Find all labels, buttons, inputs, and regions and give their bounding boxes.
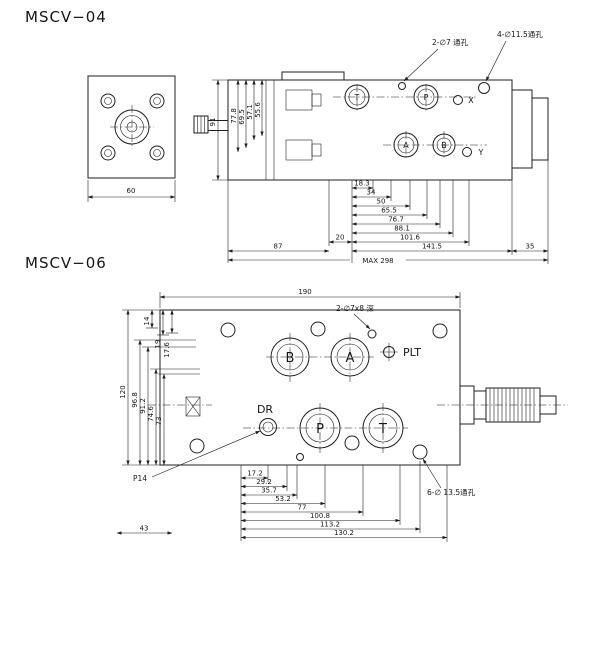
dim-label: 100.8 [310, 512, 330, 520]
mount-hole [220, 322, 236, 338]
port-label-y: Y [478, 148, 484, 157]
port-DR: DR [257, 403, 277, 436]
port-B: B [432, 133, 456, 157]
dim-label: 113.2 [320, 521, 340, 529]
mscv06-view: MSCV−06 B [25, 254, 568, 542]
dim-label: 29.2 [256, 478, 272, 486]
dim-label: 77.8 [230, 108, 238, 124]
port-A: A [330, 337, 370, 377]
mount-hole [478, 82, 490, 94]
port-A: A [393, 132, 419, 158]
dim-label: 141.5 [422, 243, 442, 251]
dim-label: 190 [298, 288, 311, 296]
mscv04-view: MSCV−04 60 [25, 8, 549, 265]
small-through-hole [398, 82, 406, 90]
port-PLT: PLT [380, 343, 421, 361]
port-label-x: X [468, 96, 474, 105]
mscv04-flange-width-dim: 60 [87, 180, 176, 202]
dim-label: 96.8 [131, 392, 139, 408]
dim-label: 87 [274, 243, 283, 251]
dim-label: 57.1 [246, 104, 254, 120]
port-label-b: B [441, 141, 447, 150]
dim-label: 73 [155, 417, 163, 426]
port-T: T [362, 407, 404, 449]
annotation-large-holes: 4-∅11.5通孔 [497, 29, 543, 39]
dim-label: 43 [140, 525, 149, 533]
mscv06-body-view: B A P T DR PLT [148, 309, 568, 466]
port-label-dr: DR [257, 403, 273, 416]
mscv04-title: MSCV−04 [25, 8, 107, 26]
port-label-t: T [378, 422, 387, 437]
port-label-t: T [354, 93, 360, 102]
dim-label: 74.6 [147, 406, 155, 422]
dim-label: 50 [377, 198, 386, 206]
annotation-pilot-holes: 2-∅7x8 深 [336, 304, 374, 313]
port-label-p: P [316, 422, 324, 437]
mscv06-left-dims: 120 96.8 91.2 74.6 73 14 19 17.6 [119, 309, 200, 466]
port-P: P [413, 84, 439, 110]
dim-label: 20 [336, 234, 345, 242]
annotation-mount-holes: 6-∅ 13.5通孔 [427, 487, 476, 497]
dim-label: 55.6 [254, 102, 262, 118]
port-B: B [270, 337, 310, 377]
dim-label: 88.1 [394, 225, 410, 233]
mount-hole [412, 444, 428, 460]
port-label-plt: PLT [403, 346, 421, 359]
dim-label-overall: MAX 298 [362, 257, 393, 265]
dim-label: 130.2 [334, 529, 354, 537]
port-P: P [299, 407, 341, 449]
mscv06-top-dim: 190 [159, 288, 461, 308]
pin-hole [296, 453, 304, 461]
mount-hole [432, 323, 448, 339]
dim-label: 17.6 [163, 342, 171, 358]
mscv04-body-view: T P A B X Y [193, 71, 549, 181]
mscv06-side-notch [185, 396, 201, 417]
dim-label: 76.7 [388, 216, 404, 224]
dim-label: 69.5 [238, 109, 246, 125]
mscv04-bottom-dims: 18.3 34 50 65.5 76.7 88.1 101.6 20 87 14… [227, 160, 549, 265]
dim-label: 35 [526, 243, 535, 251]
port-X: X [453, 95, 474, 105]
mscv04-flange-view [87, 75, 176, 179]
mscv06-bottom-dims: 17.2 29.2 35.7 53.2 77 100.8 113.2 130.2… [116, 461, 448, 542]
mount-hole [344, 435, 360, 451]
port-label-a: A [403, 141, 409, 150]
mount-hole [189, 438, 205, 454]
dim-label: 91.2 [139, 398, 147, 414]
mscv06-title: MSCV−06 [25, 254, 107, 272]
dim-label: 77 [298, 504, 307, 512]
dim-label: 34 [367, 189, 376, 197]
dim-label: 18.3 [354, 180, 370, 188]
port-Y: Y [462, 147, 484, 157]
mscv06-annotations: 2-∅7x8 深 6-∅ 13.5通孔 P14 [133, 304, 476, 497]
mscv06-adjustment-knob [459, 385, 557, 425]
port-T: T [344, 84, 370, 110]
mscv04-annotations: 2-∅7 通孔 4-∅11.5通孔 [403, 29, 543, 82]
dim-label: 60 [127, 187, 136, 195]
annotation-p14: P14 [133, 474, 147, 483]
dim-label: 53.2 [275, 495, 291, 503]
port-label-a: A [346, 351, 355, 366]
port-label-b: B [286, 351, 295, 366]
dim-label: 101.6 [400, 234, 421, 242]
dim-label: 14 [143, 316, 151, 325]
mscv04-left-dims: 91 77.8 69.5 57.1 55.6 [209, 79, 264, 181]
annotation-small-holes: 2-∅7 通孔 [432, 37, 469, 47]
dim-label: 65.5 [381, 207, 397, 215]
dim-label: 120 [119, 385, 127, 398]
dim-label: 35.7 [261, 487, 277, 495]
pilot-hole [367, 329, 377, 339]
dim-label: 17.2 [247, 470, 263, 478]
dim-label: 19 [154, 340, 162, 349]
dim-label: 91 [209, 118, 217, 127]
mount-hole [310, 321, 326, 337]
port-label-p: P [424, 93, 429, 102]
